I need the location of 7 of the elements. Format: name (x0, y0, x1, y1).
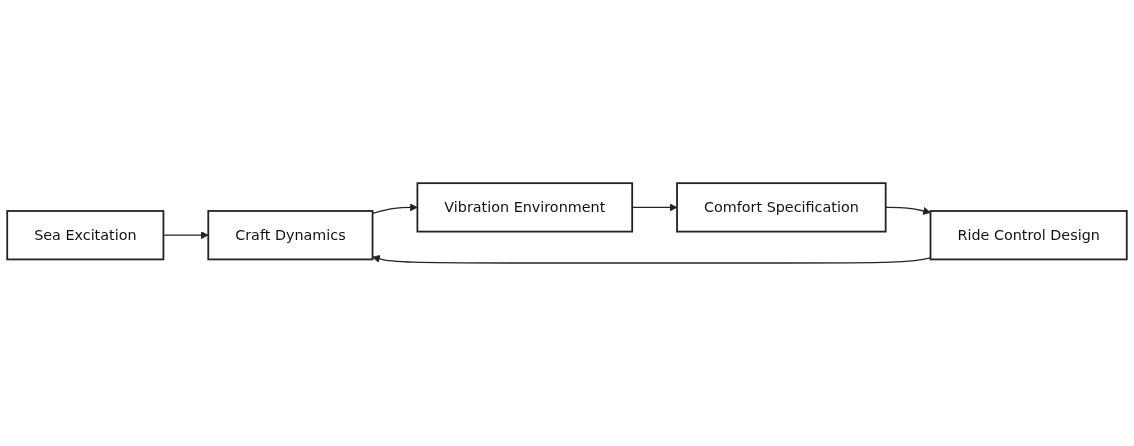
node-box: Ride Control Design (929, 210, 1128, 261)
node-box: Sea Excitation (6, 210, 165, 261)
arrow (372, 254, 932, 264)
node-box: Craft Dynamics (207, 210, 374, 261)
node-box: Comfort Specification (676, 182, 887, 233)
arrow (885, 206, 931, 215)
node-box: Vibration Environment (416, 182, 634, 233)
